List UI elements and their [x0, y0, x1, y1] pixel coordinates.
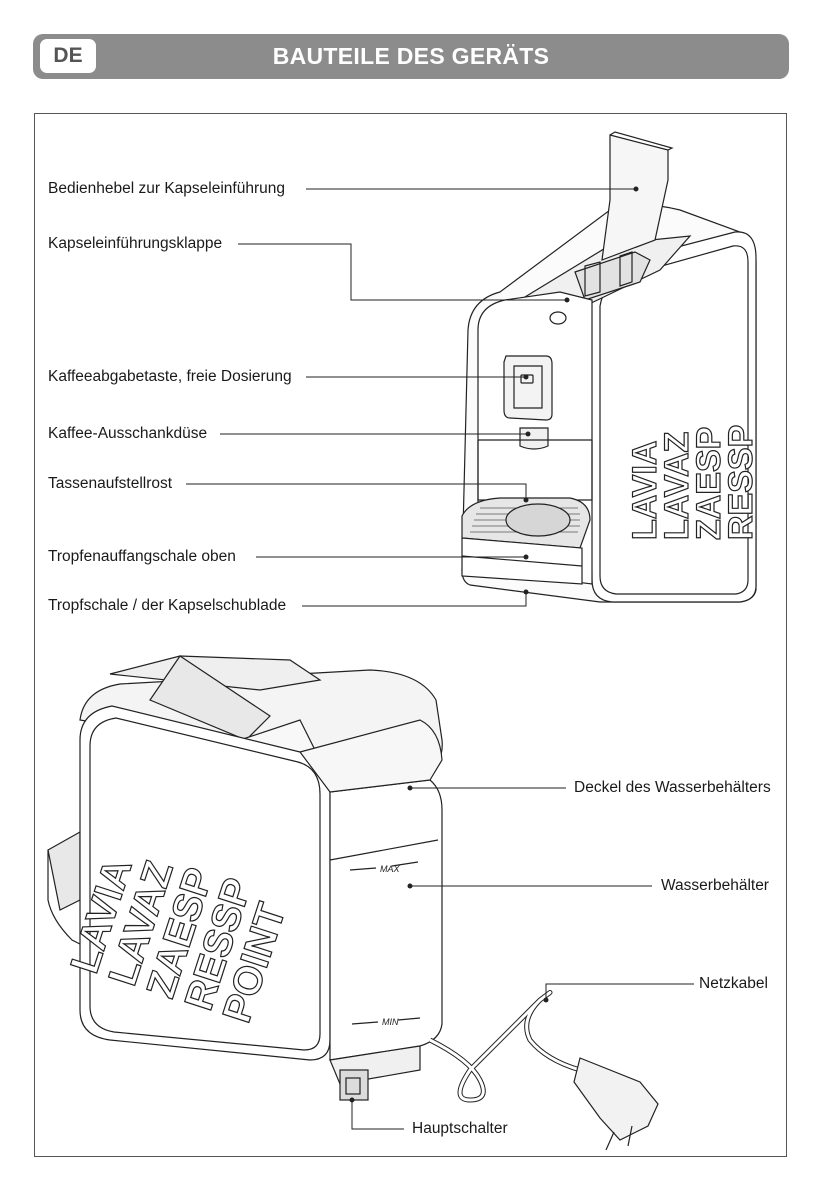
label-lever: Bedienhebel zur Kapseleinführung: [48, 180, 285, 197]
label-button: Kaffeeabgabetaste, freie Dosierung: [48, 368, 292, 385]
logo-line-3: ZAESP: [690, 427, 728, 540]
label-grid: Tassenaufstellrost: [48, 475, 173, 492]
diagram-frame: [34, 113, 787, 1157]
label-tank: Wasserbehälter: [661, 877, 769, 894]
page-title: BAUTEILE DES GERÄTS: [272, 43, 550, 69]
tank-max-mark: MAX: [380, 864, 401, 874]
header-bar: DE BAUTEILE DES GERÄTS: [33, 34, 789, 79]
logo-line-2: LAVAZ: [658, 432, 696, 540]
label-switch: Hauptschalter: [412, 1120, 508, 1137]
label-cable: Netzkabel: [699, 975, 768, 992]
label-tank-lid: Deckel des Wasserbehälters: [574, 779, 771, 796]
logo-line-1: LAVIA: [626, 441, 664, 540]
label-flap: Kapseleinführungsklappe: [48, 235, 223, 252]
label-nozzle: Kaffee-Ausschankdüse: [48, 425, 208, 442]
tank-min-mark: MIN: [382, 1017, 399, 1027]
label-tray-drawer: Tropfschale / der Kapselschublade: [48, 597, 287, 614]
label-tray-top: Tropfenauffangschale oben: [48, 548, 236, 565]
logo-line-4: RESSP: [722, 425, 760, 540]
language-badge: DE: [40, 39, 96, 73]
